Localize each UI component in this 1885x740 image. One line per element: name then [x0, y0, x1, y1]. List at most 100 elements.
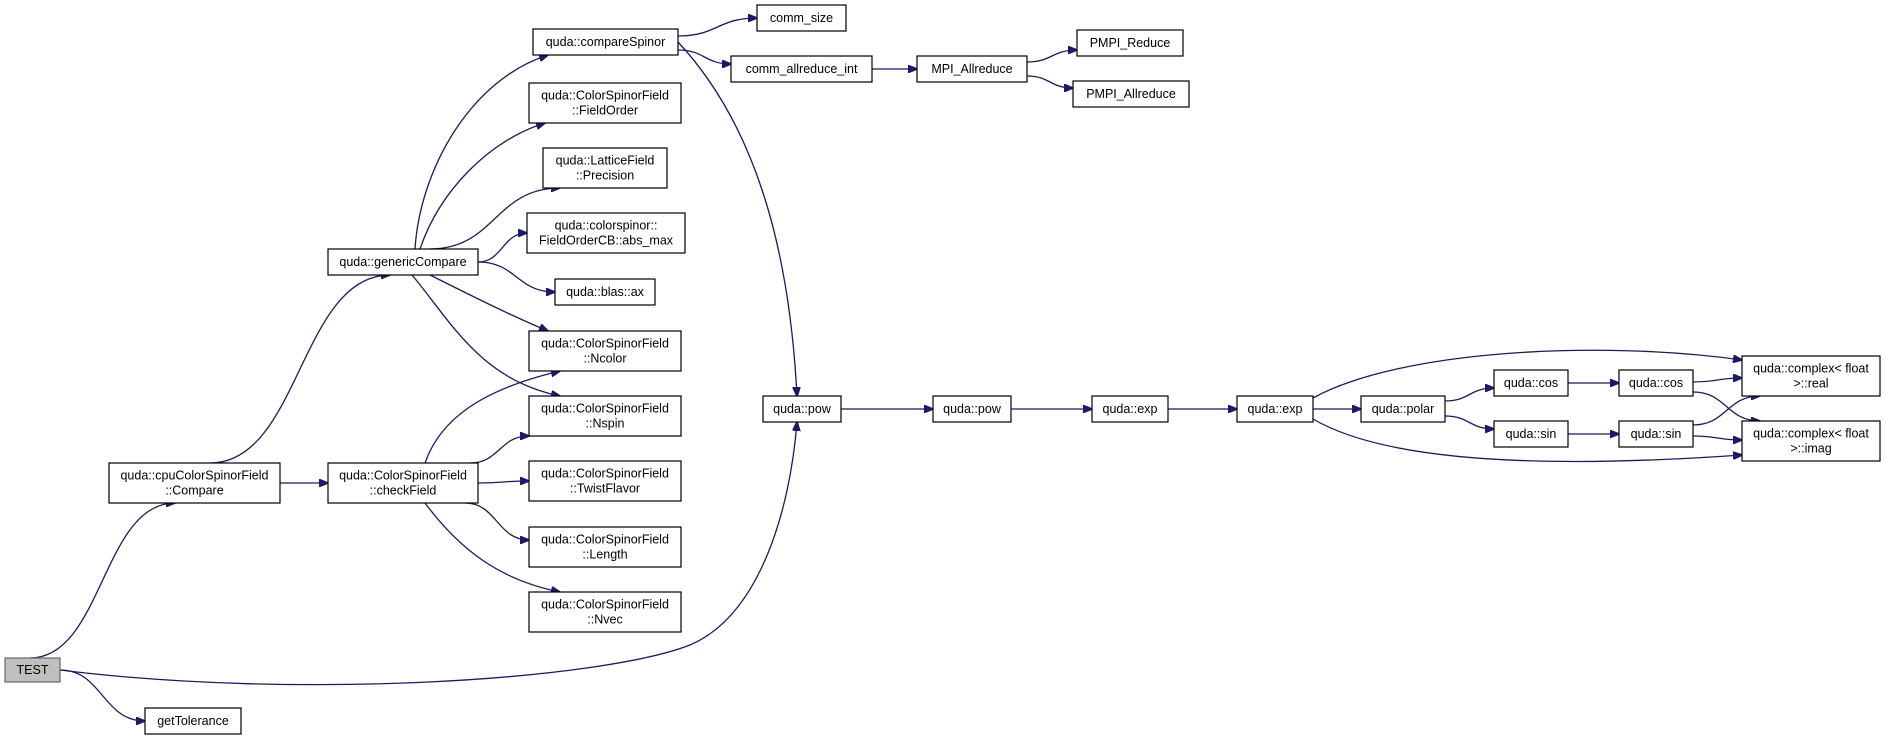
node-label: quda::exp — [1248, 402, 1303, 416]
node-cpuCompare[interactable]: quda::cpuColorSpinorField::Compare — [108, 462, 281, 504]
node-label: getTolerance — [157, 714, 229, 728]
node-pow2[interactable]: quda::pow — [932, 395, 1012, 423]
node-exp1[interactable]: quda::exp — [1091, 395, 1169, 423]
node-label: quda::LatticeField — [556, 154, 655, 168]
node-label: quda::sin — [1631, 427, 1682, 441]
node-pmpiAllreduce[interactable]: PMPI_Allreduce — [1072, 80, 1190, 108]
node-label: quda::exp — [1103, 402, 1158, 416]
edge-polar-to-cos1 — [1444, 388, 1494, 402]
node-box — [528, 395, 682, 437]
node-label: ::Precision — [576, 169, 634, 183]
node-checkField[interactable]: quda::ColorSpinorField::checkField — [327, 462, 479, 504]
node-label: >::real — [1793, 377, 1828, 391]
edge-checkField-to-nvec — [424, 502, 560, 592]
node-label: quda::complex< float — [1753, 362, 1869, 376]
node-box — [108, 462, 281, 504]
node-box — [1360, 395, 1446, 423]
node-label: quda::cpuColorSpinorField — [120, 469, 268, 483]
node-label: PMPI_Reduce — [1090, 36, 1171, 50]
node-box — [916, 55, 1028, 83]
node-label: quda::sin — [1506, 427, 1557, 441]
node-box — [1493, 369, 1569, 397]
node-twistFlavor[interactable]: quda::ColorSpinorField::TwistFlavor — [528, 460, 682, 502]
edge-checkField-to-ncolor — [424, 371, 560, 464]
edge-test-to-pow1 — [59, 422, 797, 686]
node-polar[interactable]: quda::polar — [1360, 395, 1446, 423]
node-commSize[interactable]: comm_size — [756, 4, 847, 32]
node-getTolerance[interactable]: getTolerance — [144, 707, 242, 735]
node-box — [144, 707, 242, 735]
node-commAllreduceInt[interactable]: comm_allreduce_int — [730, 55, 873, 83]
edge-checkField-to-twistFlavor — [477, 481, 529, 483]
node-box — [528, 591, 682, 633]
node-sin2[interactable]: quda::sin — [1618, 420, 1694, 448]
node-pmpiReduce[interactable]: PMPI_Reduce — [1076, 29, 1184, 57]
node-absMax[interactable]: quda::colorspinor::FieldOrderCB::abs_max — [526, 212, 686, 254]
node-box — [1493, 420, 1569, 448]
node-label: quda::ColorSpinorField — [541, 598, 669, 612]
node-complexReal[interactable]: quda::complex< float>::real — [1741, 355, 1881, 397]
node-box — [762, 395, 842, 423]
node-label: ::checkField — [370, 484, 437, 498]
node-label: quda::pow — [943, 402, 1002, 416]
node-box — [532, 28, 679, 56]
node-exp2[interactable]: quda::exp — [1236, 395, 1314, 423]
node-label: ::Nspin — [586, 417, 625, 431]
edge-genericCompare-to-ncolor — [429, 274, 548, 331]
node-nspin[interactable]: quda::ColorSpinorField::Nspin — [528, 395, 682, 437]
edge-polar-to-sin1 — [1444, 415, 1494, 429]
edge-sin2-to-complexImag — [1692, 435, 1742, 440]
edge-compareSpinor-to-commSize — [677, 18, 757, 37]
node-box — [730, 55, 873, 83]
node-fieldOrder[interactable]: quda::ColorSpinorField::FieldOrder — [528, 82, 682, 124]
node-box — [528, 526, 682, 568]
node-label: quda::ColorSpinorField — [541, 402, 669, 416]
node-label: quda::cos — [1629, 376, 1683, 390]
node-genericCompare[interactable]: quda::genericCompare — [327, 248, 479, 276]
node-cos1[interactable]: quda::cos — [1493, 369, 1569, 397]
edge-checkField-to-length — [464, 502, 529, 540]
node-sin1[interactable]: quda::sin — [1493, 420, 1569, 448]
node-compareSpinor[interactable]: quda::compareSpinor — [532, 28, 679, 56]
node-box — [528, 82, 682, 124]
node-test[interactable]: TEST — [4, 657, 61, 683]
node-box — [932, 395, 1012, 423]
node-ncolor[interactable]: quda::ColorSpinorField::Ncolor — [528, 330, 682, 372]
node-label: ::TwistFlavor — [570, 482, 640, 496]
node-mpiAllreduce[interactable]: MPI_Allreduce — [916, 55, 1028, 83]
node-box — [1076, 29, 1184, 57]
edge-exp2-to-complexImag — [1312, 418, 1742, 463]
node-complexImag[interactable]: quda::complex< float>::imag — [1741, 420, 1881, 462]
edge-checkField-to-nspin — [469, 436, 529, 464]
node-label: quda::complex< float — [1753, 427, 1869, 441]
node-label: quda::ColorSpinorField — [541, 89, 669, 103]
node-box — [1741, 355, 1881, 397]
node-label: MPI_Allreduce — [931, 62, 1012, 76]
node-label: ::Length — [582, 548, 627, 562]
node-label: quda::colorspinor:: — [555, 219, 658, 233]
edge-genericCompare-to-blasAx — [477, 261, 555, 292]
node-box — [542, 147, 668, 189]
node-label: quda::ColorSpinorField — [541, 337, 669, 351]
node-label: PMPI_Allreduce — [1086, 87, 1176, 101]
node-blasAx[interactable]: quda::blas::ax — [554, 278, 656, 306]
node-label: quda::compareSpinor — [546, 35, 666, 49]
edge-mpiAllreduce-to-pmpiAllreduce — [1026, 75, 1073, 88]
edge-cpuCompare-to-genericCompare — [209, 275, 390, 464]
node-box — [1741, 420, 1881, 462]
edge-test-to-cpuCompare — [29, 503, 175, 659]
node-pow1[interactable]: quda::pow — [762, 395, 842, 423]
node-label: quda::pow — [773, 402, 832, 416]
edge-genericCompare-to-precision — [429, 188, 560, 250]
node-length[interactable]: quda::ColorSpinorField::Length — [528, 526, 682, 568]
node-cos2[interactable]: quda::cos — [1618, 369, 1694, 397]
node-precision[interactable]: quda::LatticeField::Precision — [542, 147, 668, 189]
node-label: ::FieldOrder — [572, 104, 638, 118]
node-box — [528, 460, 682, 502]
node-box — [4, 657, 61, 683]
node-label: quda::ColorSpinorField — [541, 533, 669, 547]
node-nvec[interactable]: quda::ColorSpinorField::Nvec — [528, 591, 682, 633]
node-box — [756, 4, 847, 32]
edge-compareSpinor-to-pow1 — [677, 41, 797, 396]
